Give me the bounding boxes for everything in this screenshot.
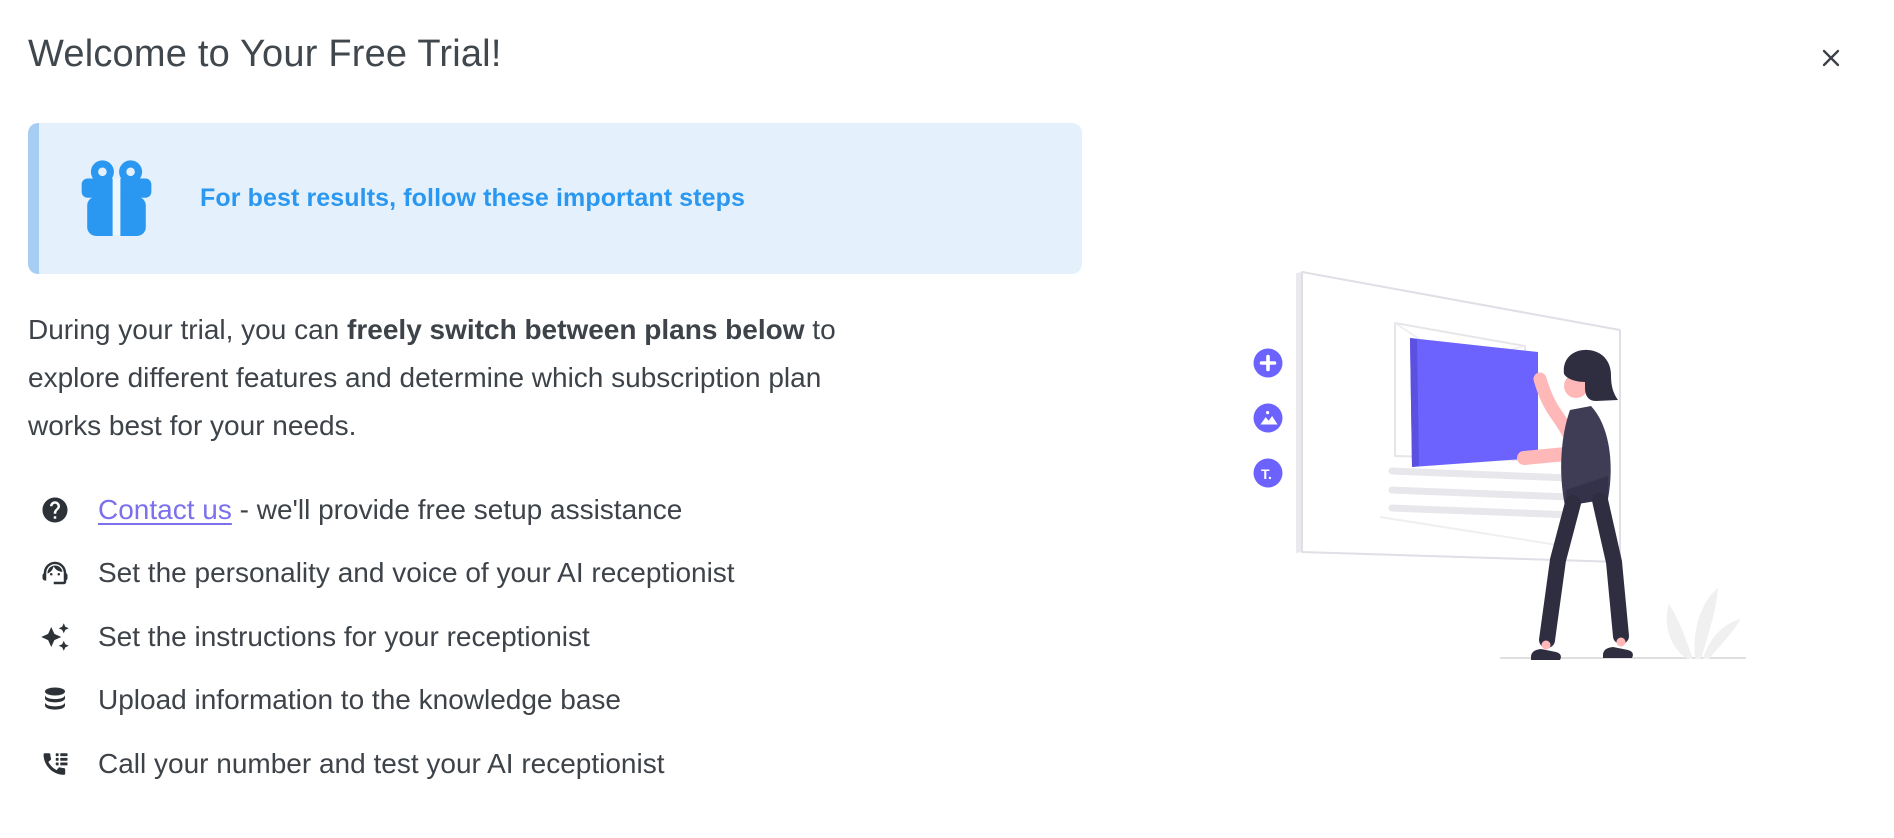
banner-message: For best results, follow these important…	[200, 184, 745, 212]
step-knowledge-base: Upload information to the knowledge base	[28, 669, 1078, 733]
intro-line-1: During your trial, you can freely switch…	[28, 314, 836, 345]
step-text: Upload information to the knowledge base	[98, 684, 622, 716]
svg-text:T.: T.	[1261, 466, 1272, 482]
step-text: Call your number and test your AI recept…	[98, 747, 665, 779]
plant-decoration	[1666, 588, 1741, 659]
image-icon	[1253, 403, 1283, 433]
illustration-toolbar: T.	[1253, 348, 1283, 488]
help-icon	[40, 495, 70, 525]
trial-illustration: T.	[1240, 260, 1800, 700]
placeholder-lines	[1388, 467, 1576, 519]
purple-panel	[1410, 338, 1538, 467]
close-button[interactable]	[1810, 38, 1852, 80]
step-personality-voice: Set the personality and voice of your AI…	[28, 542, 1078, 606]
step-instructions: Set the instructions for your receptioni…	[28, 605, 1078, 669]
intro-line-3: works best for your needs.	[28, 410, 357, 441]
banner-accent-stripe	[28, 123, 39, 274]
text-icon: T.	[1253, 458, 1283, 488]
close-icon	[1817, 44, 1845, 75]
contact-us-link[interactable]: Contact us	[98, 493, 232, 525]
sparkles-icon	[40, 622, 70, 652]
page-title: Welcome to Your Free Trial!	[28, 33, 502, 75]
setup-steps-list: Contact us - we'll provide free setup as…	[28, 478, 1078, 796]
step-text: Contact us - we'll provide free setup as…	[98, 493, 683, 525]
step-call-number: Call your number and test your AI recept…	[28, 732, 1078, 796]
person-figure	[1517, 349, 1633, 660]
step-text: Set the instructions for your receptioni…	[98, 620, 590, 652]
intro-line-2: explore different features and determine…	[28, 362, 822, 393]
step-contact-us: Contact us - we'll provide free setup as…	[28, 478, 1078, 542]
info-banner: For best results, follow these important…	[28, 123, 1082, 274]
database-icon	[40, 685, 70, 715]
intro-paragraph: During your trial, you can freely switch…	[28, 306, 1128, 450]
presentation-board	[1296, 271, 1621, 563]
step-text: Set the personality and voice of your AI…	[98, 557, 735, 589]
gift-icon	[72, 154, 161, 246]
support-agent-icon	[40, 558, 70, 588]
phone-list-icon	[40, 749, 70, 779]
plus-icon	[1253, 348, 1283, 378]
